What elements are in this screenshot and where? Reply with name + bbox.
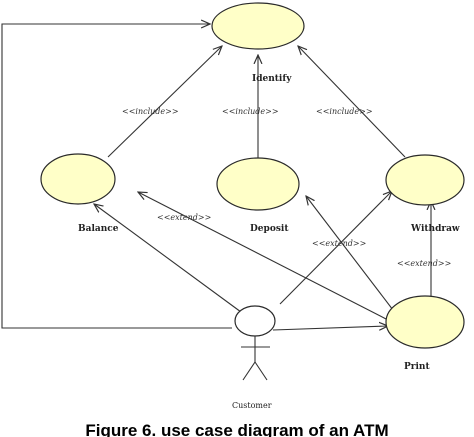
association-customer-balance [94,204,242,313]
figure-caption: Figure 6. use case diagram of an ATM [85,421,388,437]
label-print: Print [404,362,430,372]
association-customer-withdraw [279,191,392,305]
label-withdraw: Withdraw [410,224,460,234]
usecase-withdraw [385,154,465,206]
label-identify: Identify [252,74,292,84]
stereotype-include-deposit: <<include>> [222,107,279,116]
label-balance: Balance [78,224,119,234]
usecase-print [385,295,465,349]
include-balance-identify [107,46,222,158]
extend-print-balance [138,192,389,321]
extend-print-deposit [306,196,394,311]
include-withdraw-identify [298,46,406,158]
stereotype-include-balance: <<include>> [122,107,179,116]
association-customer-identify [1,24,232,329]
stereotype-extend-withdraw: <<extend>> [397,259,451,268]
label-deposit: Deposit [250,224,289,234]
usecase-identify [211,2,305,50]
actor-customer-figure [234,305,276,381]
usecase-deposit [216,157,300,211]
stereotype-extend-deposit: <<extend>> [312,239,366,248]
usecase-balance [40,153,116,205]
association-customer-print [272,326,388,330]
stereotype-extend-balance: <<extend>> [157,213,211,222]
actor-customer-label: Customer [232,401,272,410]
stereotype-include-withdraw: <<include>> [316,107,373,116]
